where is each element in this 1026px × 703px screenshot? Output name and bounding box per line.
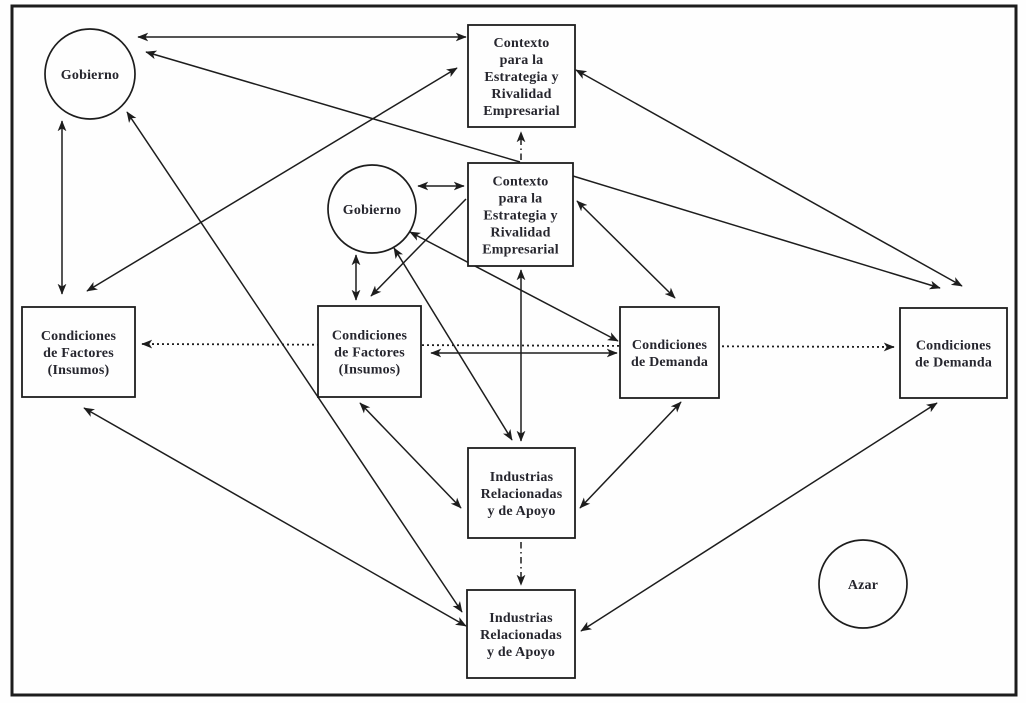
gobierno-inner-shape	[327, 164, 417, 254]
edge-factores-outer--industrias-outer	[83, 407, 467, 627]
industrias-inner-shape	[467, 447, 576, 539]
edge-demanda-outer--industrias-outer	[580, 402, 938, 632]
edge-contexto-outer--demanda-outer	[575, 69, 963, 287]
figure-frame	[10, 4, 1018, 697]
gobierno-outer-label: Gobierno	[61, 68, 119, 83]
contexto-inner-shape	[467, 162, 574, 267]
edge-contexto-inner--gobierno-outer	[145, 50, 521, 163]
industrias-outer-shape	[466, 589, 576, 679]
azar-shape	[818, 539, 908, 629]
demanda-inner-shape	[619, 306, 720, 399]
edge-industrias-inner--demanda-inner	[579, 401, 682, 509]
gobierno-outer-shape	[44, 28, 136, 120]
edge-gobierno-inner--industrias-inner	[393, 247, 513, 441]
factores-inner-shape	[317, 305, 422, 398]
edges-layer	[57, 32, 963, 632]
azar-label: Azar	[848, 578, 878, 593]
contexto-outer-shape	[467, 24, 576, 128]
edge-contexto-inner--demanda-outer	[572, 175, 941, 290]
demanda-outer-shape	[899, 307, 1008, 399]
node-gobierno-outer: Gobierno	[44, 28, 136, 120]
edge-contexto-inner--demanda-inner	[576, 200, 676, 299]
edge-factores-inner--industrias-inner	[359, 402, 462, 509]
node-gobierno-inner: Gobierno	[327, 164, 417, 254]
edge-contexto-outer--factores-outer	[86, 67, 458, 292]
node-azar: Azar	[818, 539, 908, 629]
factores-outer-shape	[21, 306, 136, 398]
edge-contexto-inner--factores-inner	[370, 198, 467, 297]
gobierno-inner-label: Gobierno	[343, 203, 401, 218]
